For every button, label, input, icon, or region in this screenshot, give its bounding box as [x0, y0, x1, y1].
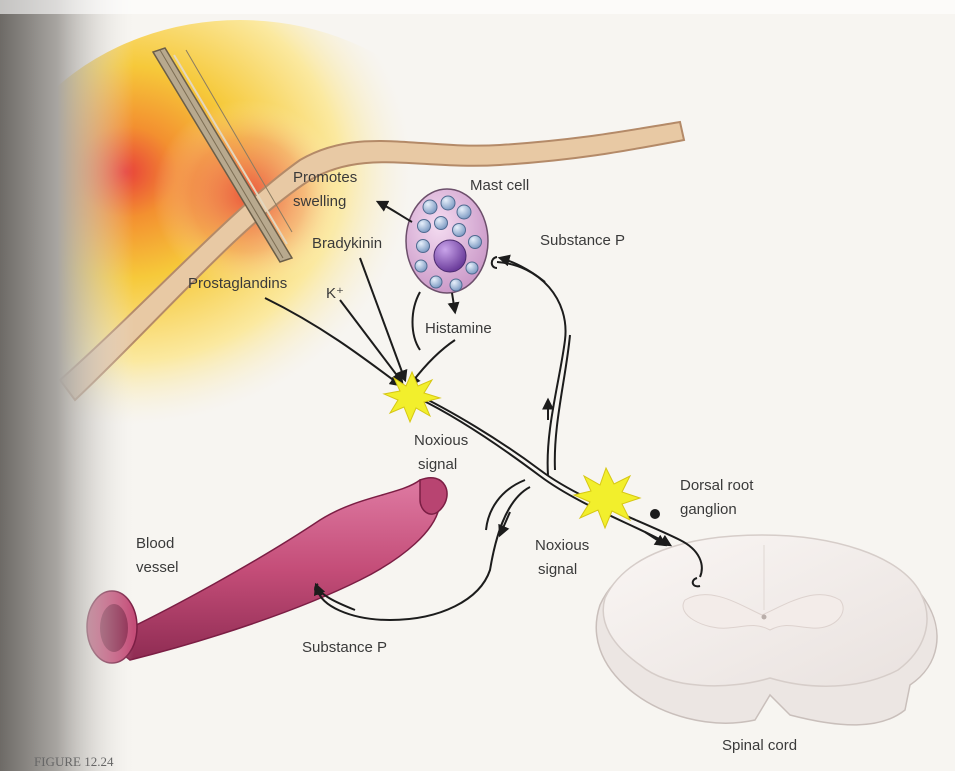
- label-blood-vessel-b: vessel: [136, 559, 179, 576]
- label-prostaglandins: Prostaglandins: [188, 275, 287, 292]
- label-promotes-swelling-1: Promotes: [293, 169, 357, 186]
- label-blood-vessel-a: Blood: [136, 535, 174, 552]
- label-noxious-signal-2a: Noxious: [535, 537, 589, 554]
- label-substance-p-top: Substance P: [540, 232, 625, 249]
- label-promotes-swelling-2: swelling: [293, 193, 346, 210]
- label-mast-cell: Mast cell: [470, 177, 529, 194]
- label-dorsal-root-ganglion-a: Dorsal root: [680, 477, 754, 494]
- label-bradykinin: Bradykinin: [312, 235, 382, 252]
- label-spinal-cord: Spinal cord: [722, 737, 797, 754]
- label-noxious-signal-1a: Noxious: [414, 432, 468, 449]
- label-dorsal-root-ganglion-b: ganglion: [680, 501, 737, 518]
- label-histamine: Histamine: [425, 320, 492, 337]
- label-substance-p-bottom: Substance P: [302, 639, 387, 656]
- figure-caption: FIGURE 12.24: [34, 754, 114, 769]
- label-potassium: K⁺: [326, 285, 344, 302]
- label-noxious-signal-1b: signal: [418, 456, 457, 473]
- label-noxious-signal-2b: signal: [538, 561, 577, 578]
